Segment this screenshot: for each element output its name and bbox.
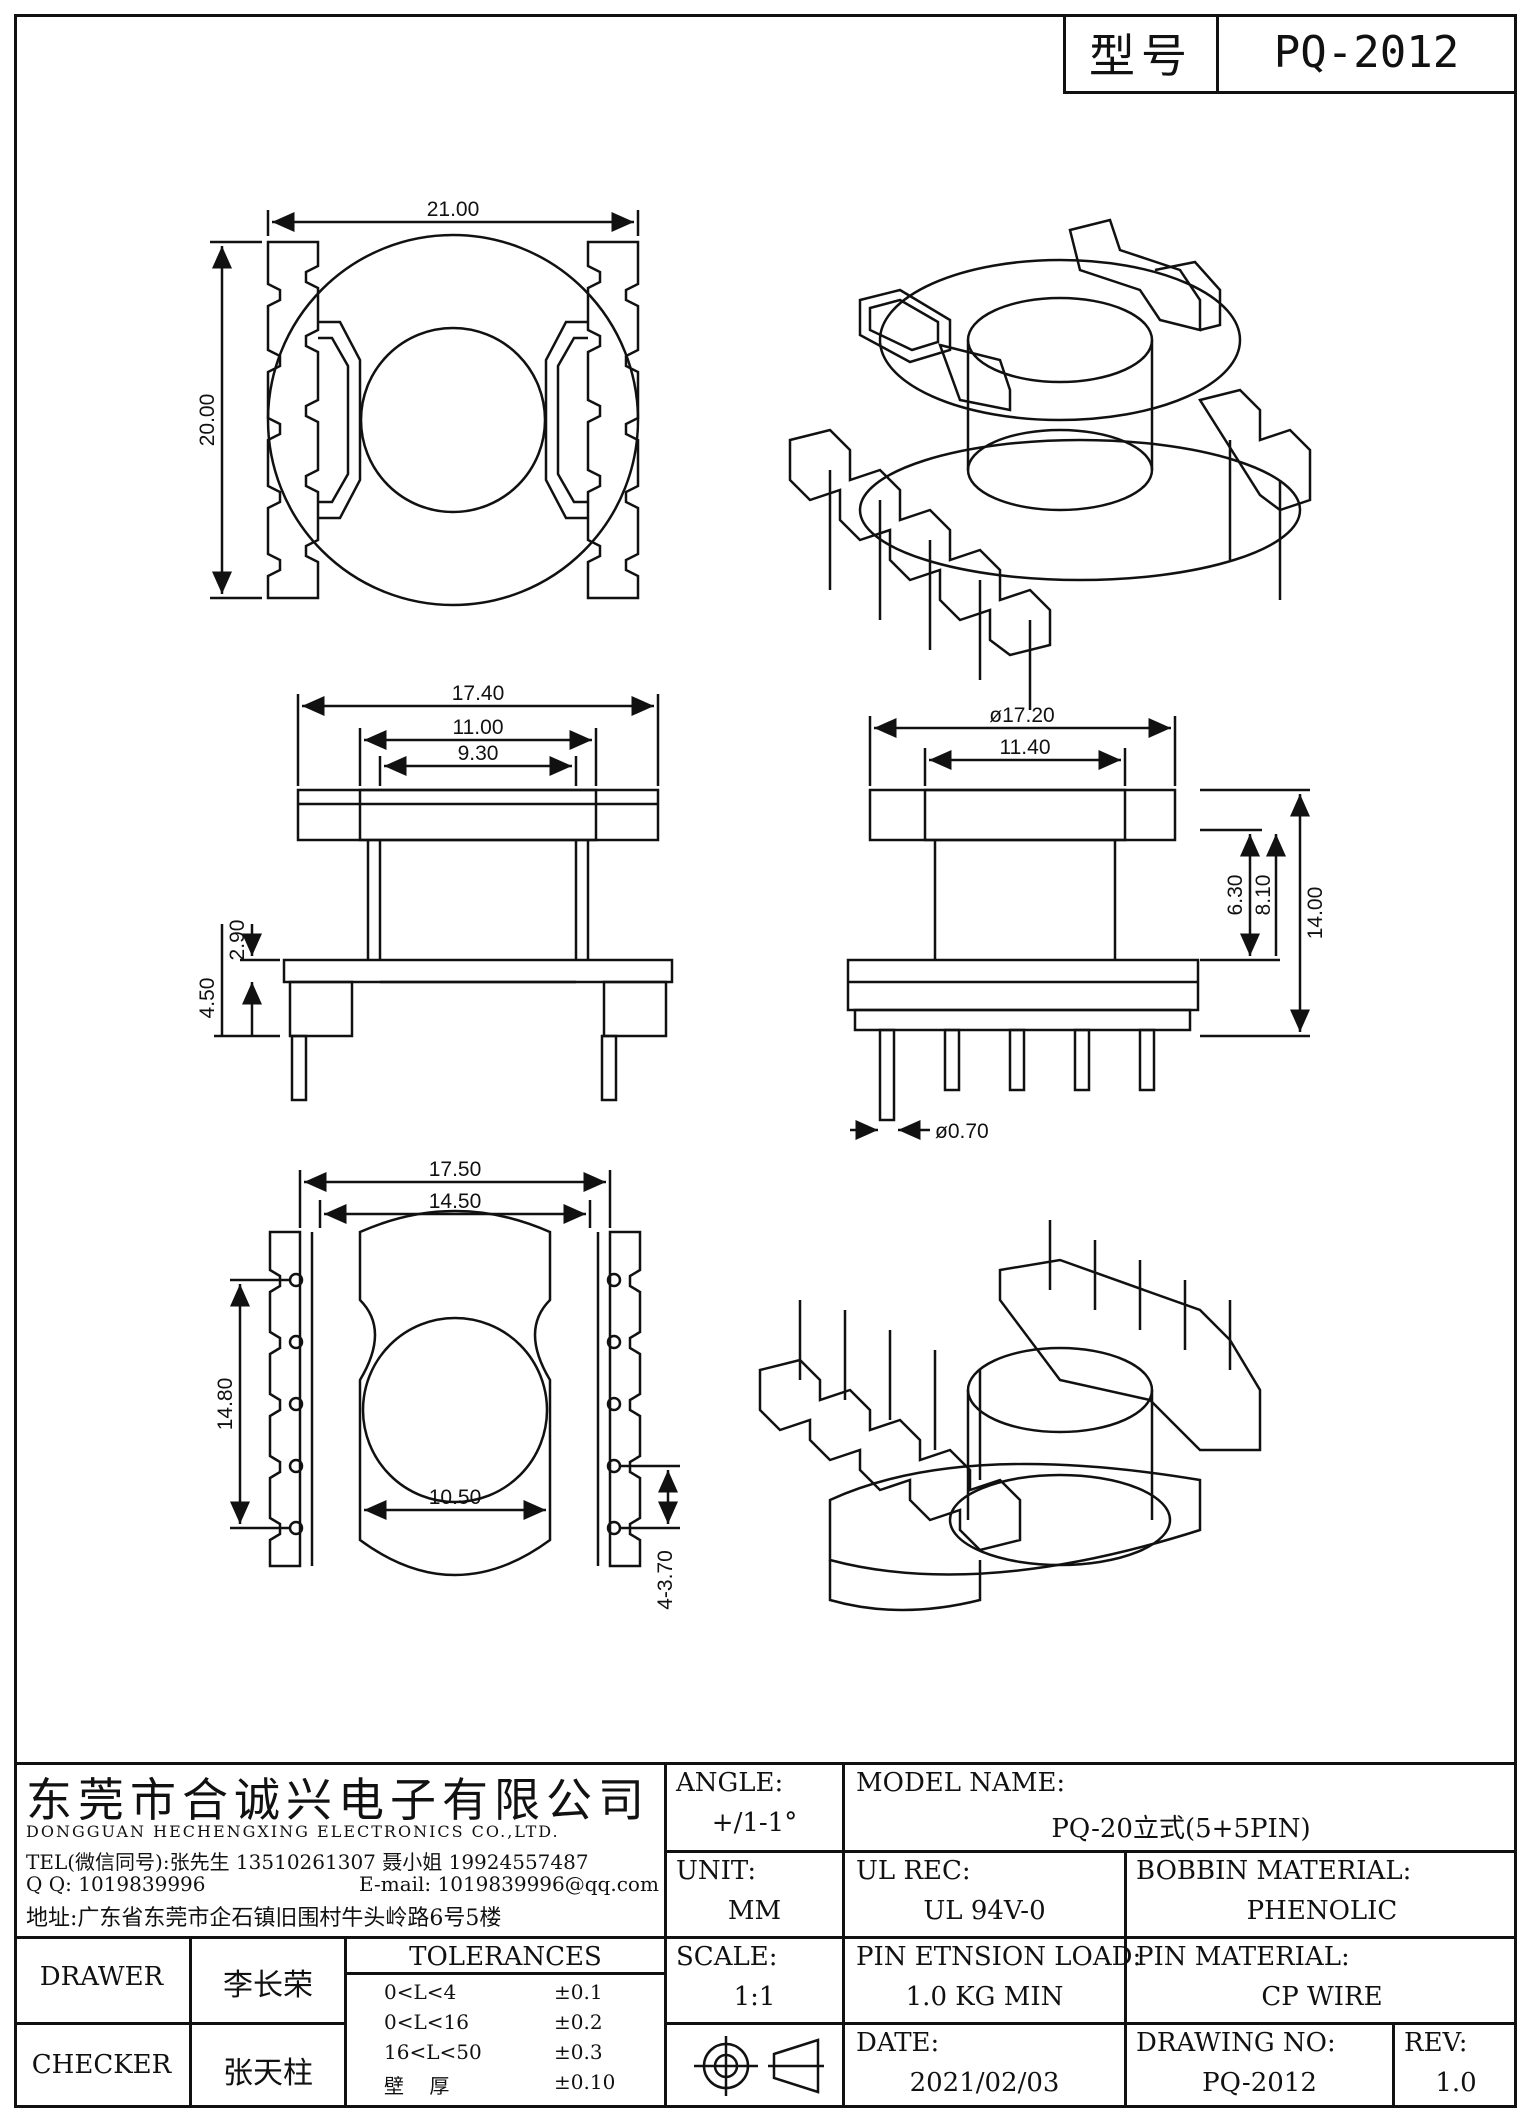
- drawer-label: DRAWER: [39, 1962, 164, 1992]
- dim-g: 4.50: [196, 978, 219, 1019]
- checker-label: CHECKER: [31, 2050, 172, 2080]
- table-divider: [14, 1936, 664, 1939]
- dim-n: 17.50: [429, 1158, 482, 1181]
- dim-k: 8.10: [1252, 875, 1275, 916]
- dim-m: ø0.70: [935, 1120, 989, 1143]
- bottom-view: [230, 1170, 680, 1577]
- dim-r: 4-3.70: [654, 1550, 677, 1610]
- dim-o: 14.50: [429, 1190, 482, 1213]
- isometric-view-top: [788, 218, 1312, 710]
- drawer-value: 李长荣: [223, 1968, 313, 2003]
- rev-label: REV:: [1404, 2028, 1468, 2058]
- company-address: 地址:广东省东莞市企石镇旧围村牛头岭路6号5楼: [26, 1906, 502, 1931]
- drawing-no-value: PQ-2012: [1202, 2068, 1317, 2098]
- dim-d: 11.00: [453, 716, 504, 739]
- tolerance-value: ±0.1: [554, 1980, 603, 2004]
- model-name-label: MODEL NAME:: [856, 1768, 1066, 1798]
- pin-material-label: PIN MATERIAL:: [1136, 1942, 1350, 1972]
- scale-value: 1:1: [733, 1982, 776, 2012]
- date-value: 2021/02/03: [909, 2068, 1060, 2098]
- tolerance-value: ±0.10: [554, 2070, 616, 2094]
- tolerance-range: 16<L<50: [384, 2040, 482, 2064]
- drawing-sheet-border: [14, 14, 1517, 2108]
- side-view-right: [846, 716, 1310, 1140]
- table-divider: [1124, 1850, 1127, 2108]
- model-name-value: PQ-20立式(5+5PIN): [1051, 1814, 1311, 1844]
- checker-value: 张天柱: [223, 2056, 313, 2091]
- technical-drawing: 21.00 20.00 17.40 11.00 9.30 2.90 4.50 ø…: [196, 198, 1327, 1612]
- dim-b: 20.00: [196, 394, 219, 447]
- drawing-no-label: DRAWING NO:: [1136, 2028, 1336, 2058]
- table-divider: [664, 2022, 1517, 2025]
- pin-extension-load-value: 1.0 KG MIN: [905, 1982, 1064, 2012]
- table-top-border: [14, 1762, 1517, 1765]
- company-qq: Q Q: 1019839996: [26, 1872, 206, 1896]
- ul-rec-label: UL REC:: [856, 1856, 971, 1886]
- tolerance-value: ±0.2: [554, 2010, 603, 2034]
- company-name-en: DONGGUAN HECHENGXING ELECTRONICS CO.,LTD…: [26, 1822, 560, 1841]
- title-block-table: 东莞市合诚兴电子有限公司 DONGGUAN HECHENGXING ELECTR…: [14, 1762, 1517, 2108]
- bobbin-material-value: PHENOLIC: [1246, 1896, 1398, 1926]
- table-divider: [344, 1936, 347, 2108]
- isometric-view-bottom: [758, 1220, 1262, 1612]
- title-block: 型号 PQ-2012: [1063, 14, 1517, 94]
- title-label: 型号: [1066, 14, 1219, 91]
- ul-rec-value: UL 94V-0: [923, 1896, 1046, 1926]
- tolerances-title: TOLERANCES: [409, 1942, 602, 1972]
- projection-symbol-icon: [694, 2036, 824, 2096]
- tolerance-range: 0<L<16: [384, 2010, 469, 2034]
- table-divider: [1392, 2022, 1395, 2108]
- dim-i: 11.40: [1000, 736, 1051, 759]
- unit-label: UNIT:: [676, 1856, 757, 1886]
- top-view: [210, 210, 640, 607]
- dim-f: 2.90: [226, 920, 249, 961]
- dim-p: 14.80: [214, 1378, 237, 1431]
- dim-h: ø17.20: [989, 704, 1054, 727]
- dim-c: 17.40: [452, 682, 505, 705]
- company-name-cn: 东莞市合诚兴电子有限公司: [26, 1773, 650, 1827]
- company-email: E-mail: 1019839996@qq.com: [359, 1872, 659, 1896]
- table-divider: [842, 1762, 845, 2108]
- dim-q: 10.50: [429, 1486, 482, 1509]
- title-model-number: PQ-2012: [1273, 27, 1460, 78]
- table-divider: [664, 1762, 667, 2108]
- rev-value: 1.0: [1435, 2068, 1477, 2098]
- dim-a: 21.00: [427, 198, 480, 221]
- pin-extension-load-label: PIN ETNSION LOAD:: [856, 1942, 1142, 1972]
- side-view-left: [214, 694, 674, 1102]
- angle-value: +/1-1°: [711, 1808, 798, 1838]
- dim-l: 14.00: [1304, 887, 1327, 940]
- unit-value: MM: [727, 1896, 782, 1926]
- dim-j: 6.30: [1224, 875, 1247, 916]
- table-divider: [664, 1850, 1517, 1853]
- tolerance-value: ±0.3: [554, 2040, 603, 2064]
- scale-label: SCALE:: [676, 1942, 778, 1972]
- table-divider: [14, 2022, 344, 2025]
- date-label: DATE:: [856, 2028, 940, 2058]
- table-divider: [189, 1936, 192, 2108]
- bobbin-material-label: BOBBIN MATERIAL:: [1136, 1856, 1412, 1886]
- tolerance-range: 壁 厚: [384, 2074, 450, 2098]
- table-divider: [344, 1972, 664, 1975]
- table-divider: [664, 1936, 1517, 1939]
- tolerance-range: 0<L<4: [384, 1980, 457, 2004]
- pin-material-value: CP WIRE: [1261, 1982, 1383, 2012]
- company-tel: TEL(微信同号):张先生 13510261307 聂小姐 1992455748…: [26, 1850, 589, 1874]
- angle-label: ANGLE:: [676, 1768, 784, 1798]
- dim-e: 9.30: [458, 742, 499, 765]
